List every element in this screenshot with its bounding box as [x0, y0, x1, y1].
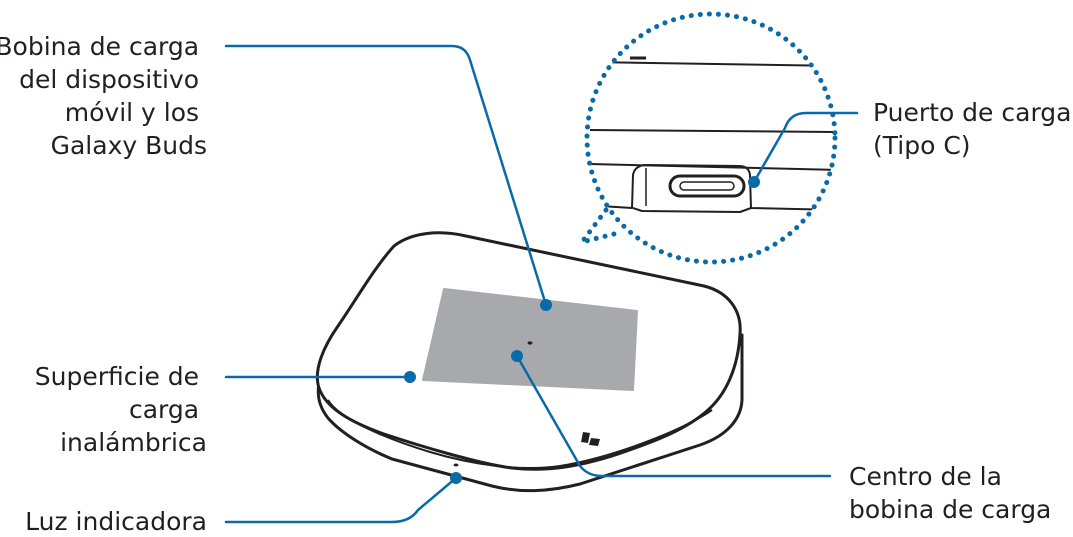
leader-center [515, 354, 832, 478]
samsung-logo-mark [581, 432, 600, 446]
usb-c-port [668, 174, 746, 198]
label-light: Luz indicadora [25, 507, 207, 536]
zoom-bubble-outline [584, 11, 838, 265]
label-surface: Superficie de carga inalámbrica [35, 362, 207, 457]
leader-dot-surface [404, 371, 416, 383]
leader-dot-coil [540, 299, 552, 311]
pad-rim-line [327, 399, 713, 470]
port-housing-inner [632, 207, 752, 213]
label-coil: Bobina de carga del dispositivo móvil y … [0, 32, 207, 160]
callout-labels: Bobina de carga del dispositivo móvil y … [0, 32, 1073, 536]
label-center: Centro de la bobina de carga [849, 462, 1051, 524]
leader-dot-center [511, 350, 523, 362]
coil-center-mark [527, 341, 533, 345]
leader-coil [224, 44, 548, 307]
leader-light [224, 476, 458, 524]
port-detail-line-top [589, 61, 835, 67]
leader-dot-port [748, 176, 760, 188]
port-zoom-bubble [575, 11, 838, 265]
port-housing [599, 164, 835, 211]
label-port: Puerto de carga (Tipo C) [873, 98, 1073, 160]
indicator-light [453, 463, 459, 467]
charging-pad [315, 231, 744, 493]
coil-area [422, 288, 638, 391]
port-detail-line-low [589, 163, 835, 171]
leader-lines [224, 44, 859, 524]
leader-port [752, 111, 859, 184]
port-detail-line-mid [589, 129, 835, 133]
leader-dot-light [450, 472, 462, 484]
